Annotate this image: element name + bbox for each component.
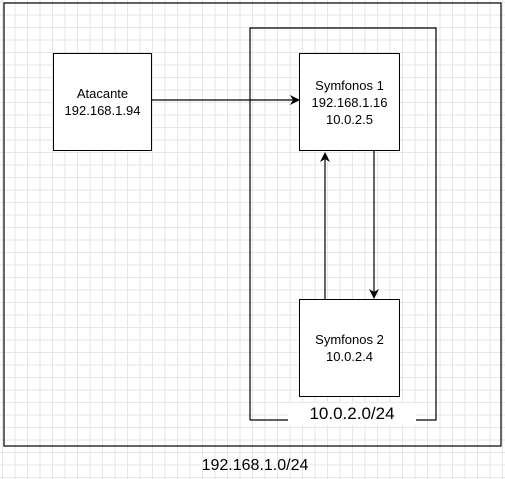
external-network-label: 192.168.1.0/24 (201, 457, 309, 474)
node-symfonos1-ip-internal: 10.0.2.5 (326, 111, 373, 127)
node-symfonos2-name: Symfonos 2 (315, 332, 384, 347)
node-symfonos2-ip: 10.0.2.4 (326, 349, 373, 364)
node-atacante[interactable]: Atacante 192.168.1.94 (53, 53, 152, 151)
node-symfonos1[interactable]: Symfonos 1 192.168.1.16 10.0.2.5 (299, 53, 400, 151)
node-atacante-ip: 192.168.1.94 (64, 103, 141, 118)
node-symfonos2[interactable]: Symfonos 2 10.0.2.4 (299, 299, 400, 397)
node-symfonos1-name: Symfonos 1 (315, 77, 384, 93)
node-symfonos1-ip-external: 192.168.1.16 (311, 94, 388, 110)
external-network-boundary (3, 2, 502, 447)
internal-network-boundary-right (249, 27, 437, 421)
node-atacante-name: Atacante (76, 86, 129, 101)
internal-network-label: 10.0.2.0/24 (288, 403, 416, 425)
